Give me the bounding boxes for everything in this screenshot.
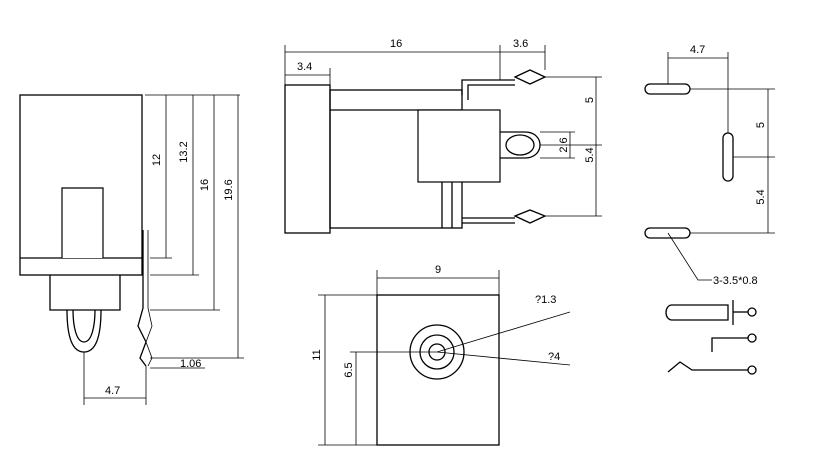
dim-1-06-label: 1.06 <box>180 358 201 370</box>
top-view: 16 3.6 3.4 5 5.4 2.6 <box>284 38 602 234</box>
dim-3-4-label: 3.4 <box>297 61 312 73</box>
side-center-tab <box>61 187 104 258</box>
dim-5-pcb-label: 5 <box>755 122 767 128</box>
dim-2-6-label: 2.6 <box>558 137 570 152</box>
dim-pin-dia-label: ?1.3 <box>535 294 556 306</box>
dim-5-top-label: 5 <box>584 97 596 103</box>
front-view: 9 11 6.5 ?1.3 ?4 <box>311 264 571 446</box>
top-center-pin <box>441 182 453 228</box>
top-lower-lead <box>462 217 515 224</box>
dim-5-4-top-label: 5.4 <box>584 147 596 162</box>
leader-pin-dia <box>436 311 571 353</box>
dim-16-label: 16 <box>199 179 211 191</box>
leader-hole-dia <box>436 351 571 366</box>
side-view: 12 13.2 16 19.6 1.06 4.7 <box>19 94 244 405</box>
dim-16-top-label: 16 <box>390 38 402 50</box>
top-upper-lead <box>461 79 515 100</box>
pcb-layout: 4.7 5 5.4 3-3.5*0.8 <box>644 44 775 287</box>
top-center-contact <box>500 131 541 159</box>
dim-19-6-label: 19.6 <box>223 179 235 200</box>
leader-slot-callout <box>667 232 712 281</box>
side-body-outline <box>19 94 143 276</box>
symbol-terminal-1 <box>747 307 757 317</box>
schematic-symbol <box>665 300 757 375</box>
dim-4-7-label: 4.7 <box>105 385 120 397</box>
dim-3-6-label: 3.6 <box>513 38 528 50</box>
top-flange <box>284 84 331 234</box>
top-lower-clip <box>513 209 547 224</box>
pcb-slot-bottom <box>644 227 691 239</box>
top-rear-block <box>417 109 501 183</box>
slot-callout-label: 3-3.5*0.8 <box>713 275 758 287</box>
symbol-sleeve-wire <box>711 337 748 352</box>
side-pin-inner <box>72 309 96 343</box>
symbol-switch-wire <box>667 361 748 373</box>
side-terminal-pin-inner <box>145 230 153 367</box>
dim-5-4-pcb-label: 5.4 <box>755 189 767 204</box>
symbol-terminal-2 <box>747 333 757 343</box>
dim-11-label: 11 <box>311 349 323 360</box>
symbol-pin-body <box>665 304 729 321</box>
dim-9-label: 9 <box>435 264 441 276</box>
side-lower-body <box>49 275 121 311</box>
side-terminal-pin <box>137 230 147 367</box>
dim-4-7-pcb-label: 4.7 <box>690 44 705 56</box>
symbol-terminal-3 <box>747 365 757 375</box>
top-contact-ring <box>505 134 535 156</box>
front-body <box>376 294 500 446</box>
dim-6-5-label: 6.5 <box>343 362 355 377</box>
side-pin-outer <box>66 309 102 353</box>
dim-hole-dia-label: ?4 <box>548 351 560 363</box>
top-upper-clip <box>513 69 547 85</box>
pcb-slot-top <box>644 83 691 95</box>
dim-13-2-label: 13.2 <box>178 141 190 162</box>
dim-12-label: 12 <box>151 154 163 166</box>
pcb-slot-middle <box>722 132 734 182</box>
